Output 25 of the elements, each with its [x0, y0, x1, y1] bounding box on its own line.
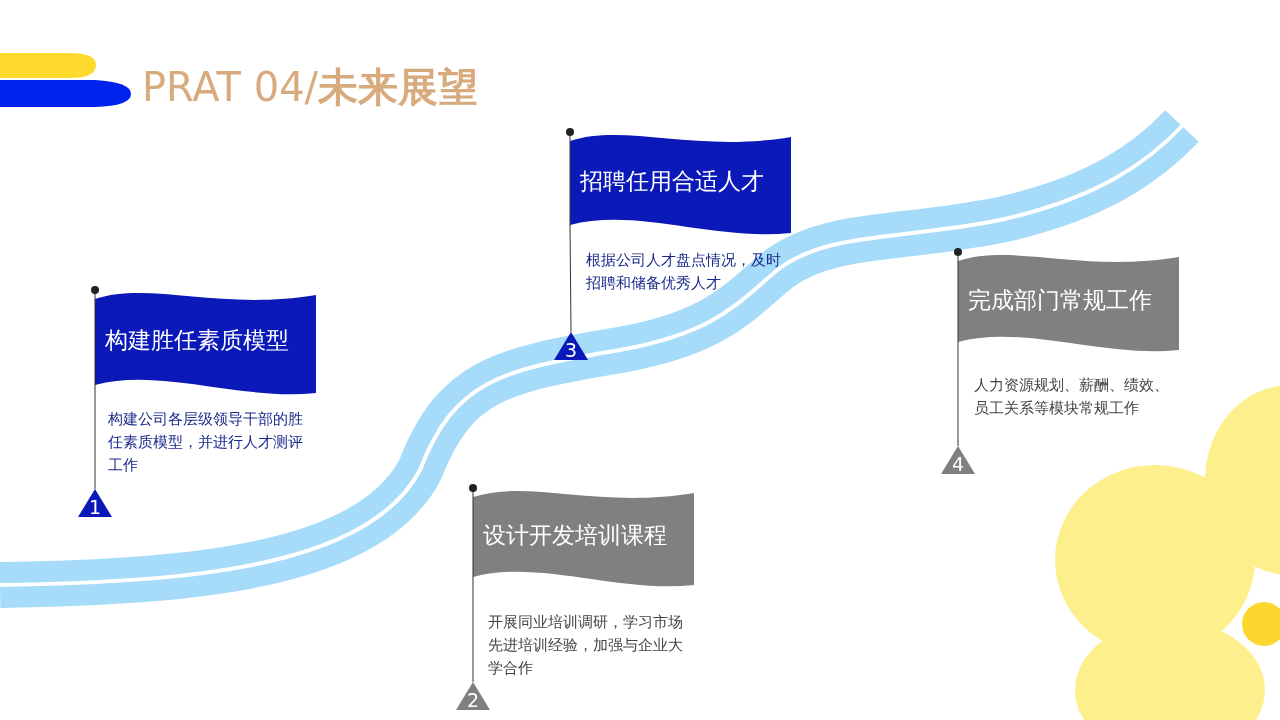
description-text: 人力资源规划、薪酬、绩效、员工关系等模块常规工作	[974, 375, 1170, 419]
flag-heading: 设计开发培训课程	[483, 521, 667, 550]
step-number: 1	[89, 497, 102, 517]
description-text: 根据公司人才盘点情况，及时招聘和储备优秀人才	[586, 250, 782, 294]
description-text: 开展同业培训调研，学习市场先进培训经验，加强与企业大学合作	[488, 612, 684, 679]
step-number: 3	[565, 340, 578, 360]
flag-pole	[957, 341, 959, 447]
number-triangle	[456, 682, 490, 710]
flag-pole	[472, 576, 474, 683]
page-title: PRAT 04/未来展望	[142, 63, 479, 112]
description-text: 构建公司各层级领导干部的胜任素质模型，并进行人才测评工作	[108, 409, 304, 476]
flag-pole	[94, 384, 96, 490]
flag-pole	[569, 224, 572, 333]
flag-heading: 完成部门常规工作	[968, 285, 1152, 315]
step-number: 2	[467, 690, 480, 710]
number-triangle	[78, 489, 112, 517]
flag-banner	[468, 483, 694, 589]
flag-heading: 招聘任用合适人才	[580, 167, 764, 196]
number-triangle	[554, 332, 588, 360]
step-number: 4	[952, 454, 965, 474]
number-triangle	[941, 446, 975, 474]
flag-heading: 构建胜任素质模型	[105, 326, 289, 355]
flag-banner	[565, 127, 791, 237]
flag-banner	[953, 247, 1179, 354]
flag-banner	[90, 285, 316, 397]
